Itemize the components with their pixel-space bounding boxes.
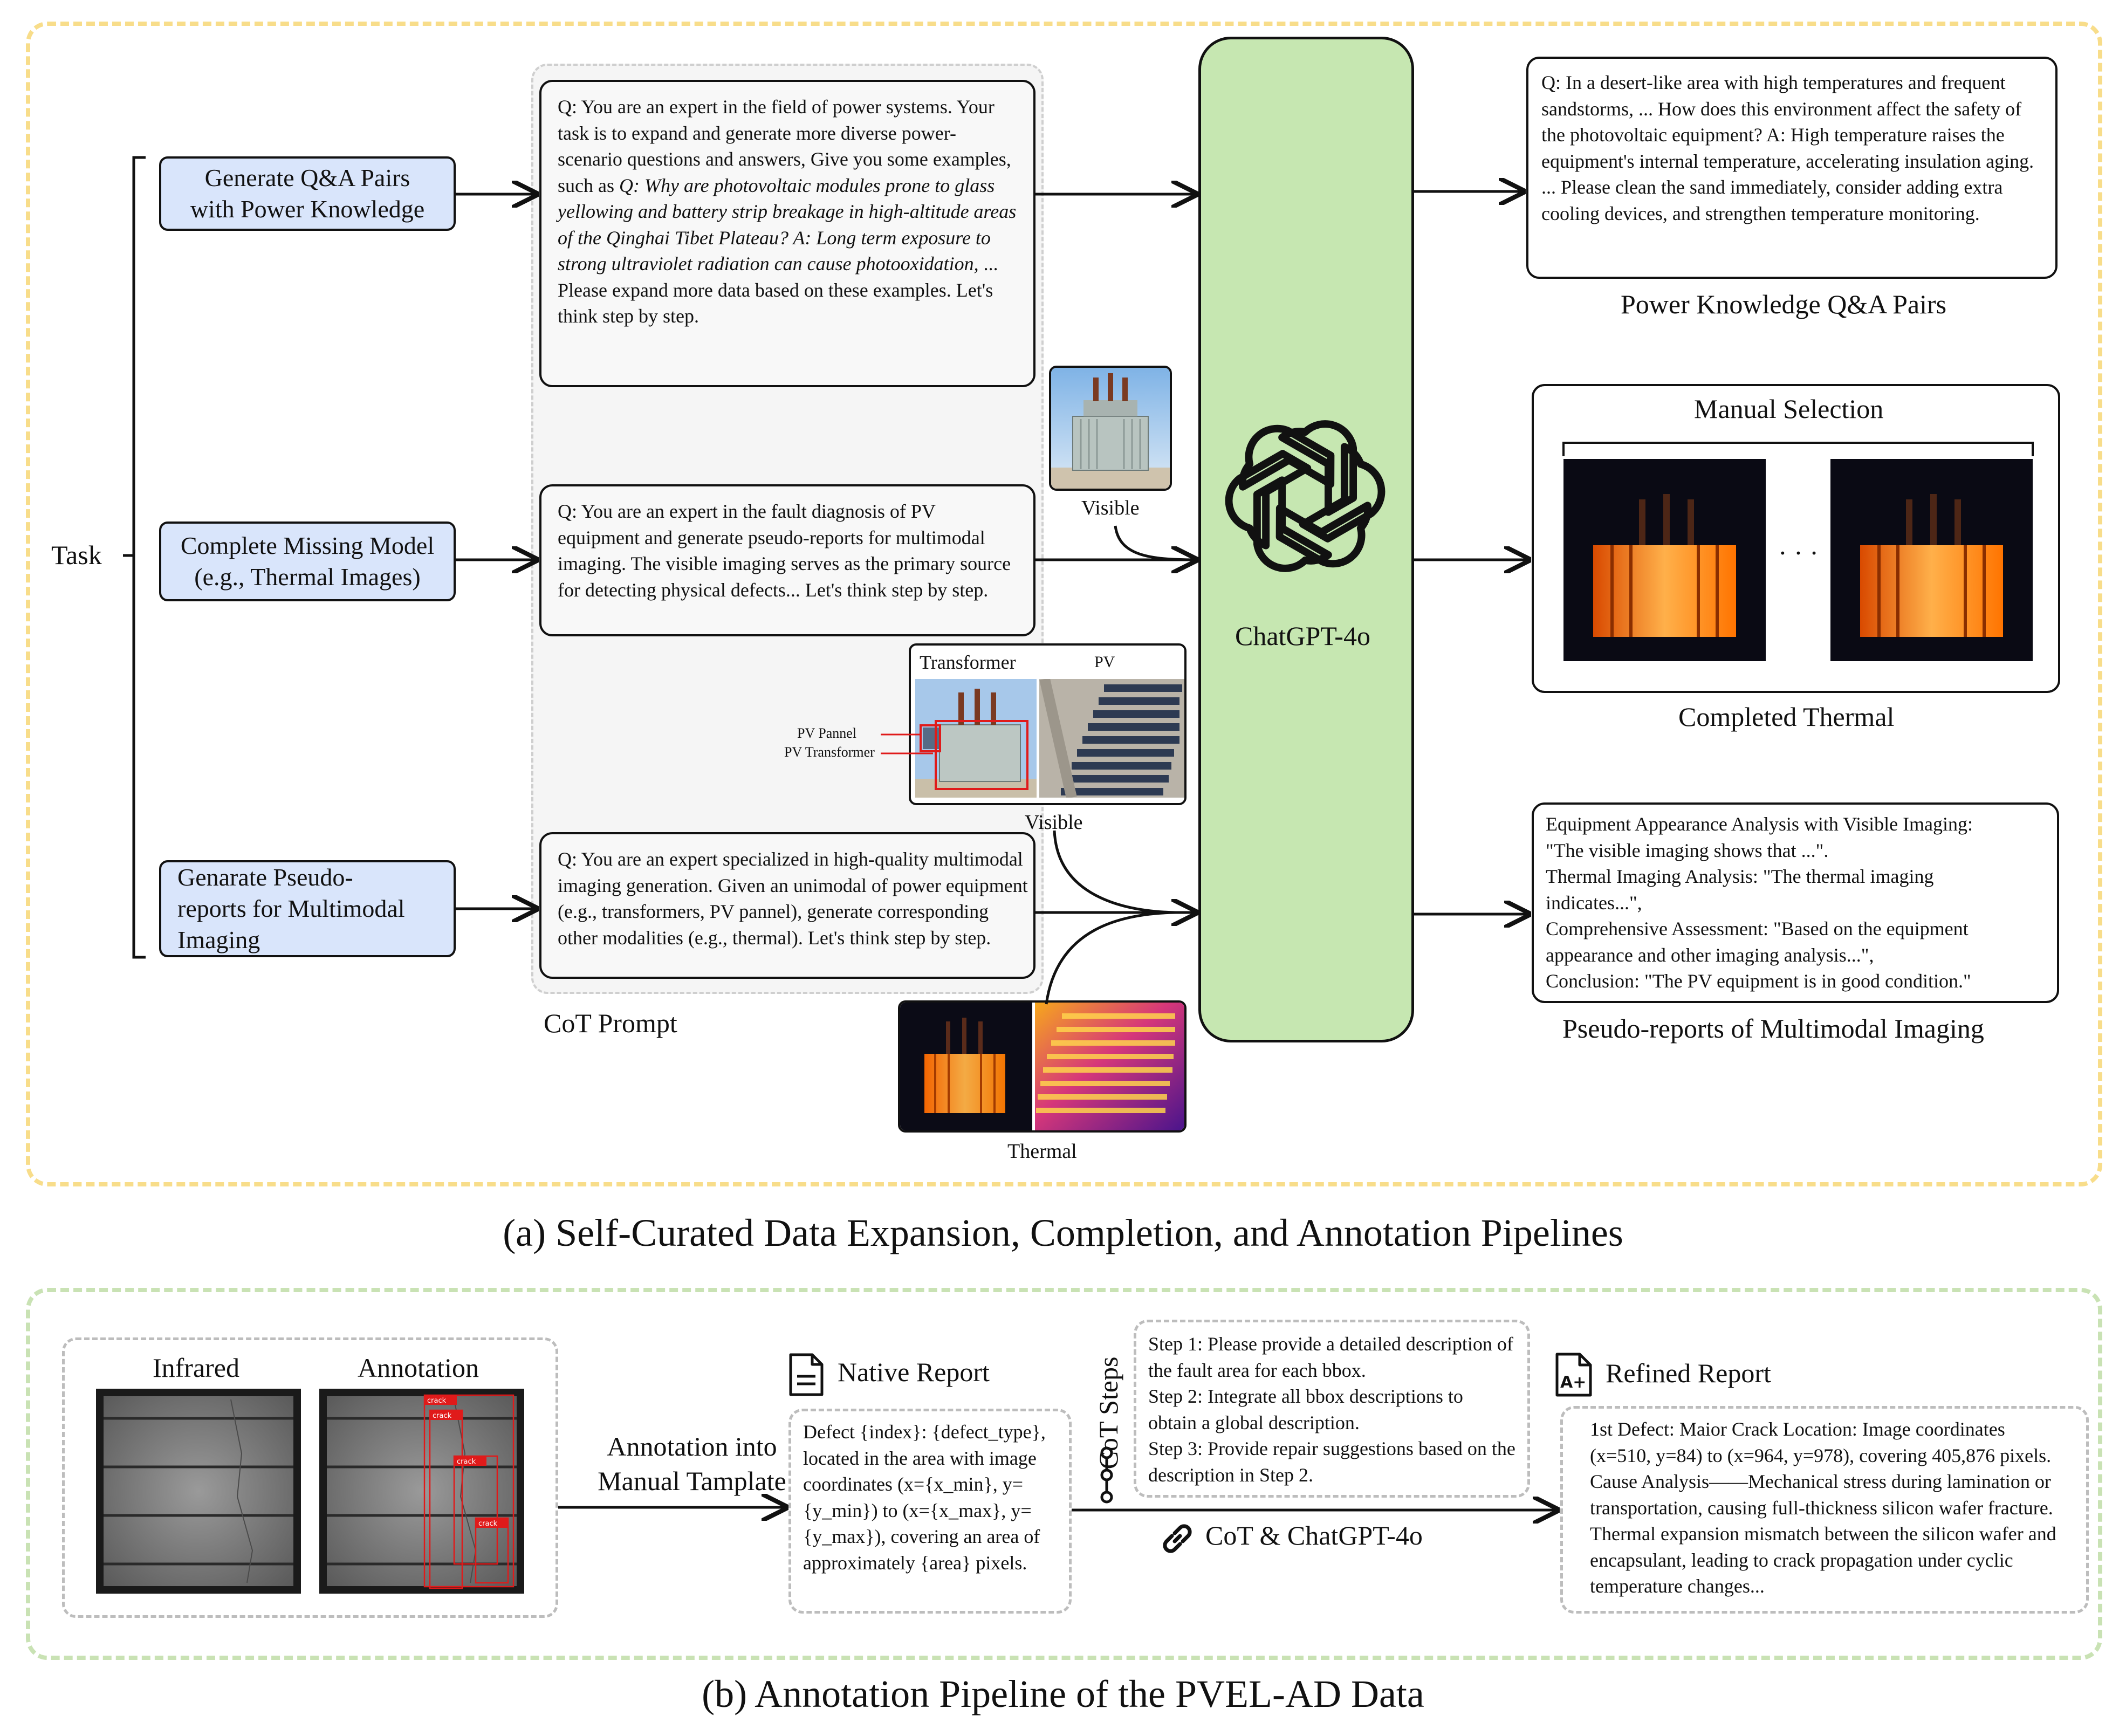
- prompt1-italic: Q: Why are photovoltaic modules prone to…: [558, 174, 1017, 275]
- completed-thermal-label: Completed Thermal: [1678, 702, 1895, 732]
- panel-b-frame: [26, 1288, 2102, 1660]
- cot-steps-box: Step 1: Please provide a detailed descri…: [1134, 1320, 1530, 1498]
- thermal-sample-2: [1830, 459, 2033, 661]
- thermal-images: [900, 1003, 1184, 1130]
- report-line-7: Conclusion: "The PV equipment is in good…: [1546, 970, 1971, 992]
- report-line-6: appearance and other imaging analysis...…: [1546, 944, 1874, 966]
- step-1: Step 1: Please provide a detailed descri…: [1148, 1333, 1513, 1381]
- report-line-2: "The visible imaging shows that ...".: [1546, 839, 1829, 861]
- qa-output-label: Power Knowledge Q&A Pairs: [1621, 289, 1947, 319]
- thermal-label: Thermal: [1007, 1140, 1077, 1163]
- annotation-label: Annotation: [358, 1353, 479, 1383]
- transformer-illustration: [1051, 368, 1170, 489]
- prompt-box-pseudo: Q: You are an expert specialized in high…: [539, 832, 1035, 979]
- pseudo-report-label: Pseudo-reports of Multimodal Imaging: [1562, 1013, 1984, 1044]
- pv-transformer-tag: PV Transformer: [784, 744, 875, 760]
- panel-b-caption: (b) Annotation Pipeline of the PVEL-AD D…: [702, 1672, 1424, 1716]
- cot-prompt-label: CoT Prompt: [544, 1008, 677, 1038]
- qa-output-text: Q: In a desert-like area with high tempe…: [1541, 72, 2034, 224]
- crack-tag-2: crack: [433, 1412, 452, 1420]
- visible-transformer-photo: [1049, 366, 1172, 491]
- thermal-pair: [898, 1000, 1187, 1133]
- task-qa-line2: with Power Knowledge: [190, 195, 425, 223]
- prompt3-text: Q: You are an expert specialized in high…: [558, 848, 1028, 949]
- prompt2-text: Q: You are an expert in the fault diagno…: [558, 500, 1011, 601]
- steps-chain-icon: [1100, 1446, 1113, 1504]
- manual-selection-label: Manual Selection: [1694, 394, 1884, 424]
- pseudo-report-box: Equipment Appearance Analysis with Visib…: [1532, 802, 2059, 1003]
- pv-visible-image: [1039, 679, 1184, 798]
- task-box-qa: Generate Q&A Pairs with Power Knowledge: [159, 156, 456, 231]
- task-pseudo-line1: Genarate Pseudo-: [177, 863, 353, 891]
- transformer-pv-visible-pair: Transformer PV: [909, 643, 1187, 805]
- prompt-box-complete: Q: You are an expert in the fault diagno…: [539, 484, 1035, 636]
- pv-label: PV: [1094, 653, 1115, 671]
- refined-report-icon: A+: [1555, 1353, 1592, 1397]
- transformer-label: Transformer: [920, 651, 1016, 673]
- transformer-visible-image: [915, 679, 1037, 798]
- prompt1-text-b: ... Please expand more data based on the…: [558, 253, 998, 327]
- prompt-box-qa: Q: You are an expert in the field of pow…: [539, 80, 1035, 387]
- infrared-image: [96, 1389, 301, 1594]
- crack-tag-3: crack: [457, 1458, 476, 1466]
- cot-gpt-label: CoT & ChatGPT-4o: [1205, 1520, 1423, 1550]
- step-3: Step 3: Provide repair suggestions based…: [1148, 1438, 1515, 1486]
- report-line-1: Equipment Appearance Analysis with Visib…: [1546, 813, 1973, 835]
- panel-a-caption: (a) Self-Curated Data Expansion, Complet…: [503, 1211, 1623, 1254]
- crack-tag-1: crack: [427, 1397, 447, 1405]
- infrared-label: Infrared: [153, 1353, 239, 1383]
- task-complete-line2: (e.g., Thermal Images): [194, 563, 421, 591]
- chatgpt-logo-icon: [1216, 407, 1394, 585]
- task-qa-line1: Generate Q&A Pairs: [204, 164, 410, 191]
- annotation-arrow-line1: Annotation into: [607, 1431, 777, 1461]
- report-line-4: indicates...",: [1546, 891, 1642, 914]
- pv-pannel-tag: PV Pannel: [797, 725, 857, 741]
- chatgpt-label: ChatGPT-4o: [1235, 621, 1370, 651]
- completed-thermal-box: Manual Selection · · ·: [1532, 384, 2060, 693]
- report-line-5: Comprehensive Assessment: "Based on the …: [1546, 918, 1969, 939]
- prompt1-text-a: Q: You are an expert in the field of pow…: [558, 96, 1011, 196]
- panel-a-frame: [26, 22, 2102, 1186]
- task-pseudo-line3: Imaging: [177, 926, 260, 953]
- curve-visible-gpt: [1114, 525, 1196, 560]
- crack-tag-4: crack: [478, 1520, 498, 1528]
- annotation-arrow-label: Annotation into Manual Tamplate: [579, 1429, 805, 1498]
- native-report-text: Defect {index}: {defect_type}, located i…: [803, 1421, 1046, 1574]
- annotation-arrow-line2: Manual Tamplate: [598, 1466, 786, 1496]
- refined-report-text: 1st Defect: Maior Crack Location: Image …: [1590, 1418, 2056, 1597]
- task-complete-line1: Complete Missing Model: [180, 532, 435, 559]
- visible-label-2: Visible: [1025, 811, 1083, 834]
- step-2: Step 2: Integrate all bbox descriptions …: [1148, 1385, 1463, 1433]
- task-box-complete: Complete Missing Model (e.g., Thermal Ima…: [159, 522, 456, 601]
- document-icon: [789, 1353, 824, 1396]
- refined-report-title: Refined Report: [1606, 1358, 1771, 1388]
- report-line-3: Thermal Imaging Analysis: "The thermal i…: [1546, 866, 1934, 887]
- native-report-box: Defect {index}: {defect_type}, located i…: [788, 1409, 1072, 1614]
- visible-label-1: Visible: [1081, 497, 1140, 519]
- task-pseudo-line2: reports for Multimodal: [177, 895, 405, 922]
- curve-visible2-gpt: [1053, 830, 1176, 914]
- qa-output-box: Q: In a desert-like area with high tempe…: [1526, 57, 2058, 279]
- manual-selection-bracket: [1562, 442, 2034, 456]
- link-icon: [1163, 1524, 1192, 1553]
- task-bracket: [132, 156, 146, 959]
- curve-thermal-gpt: [1045, 911, 1176, 1005]
- svg-text:A+: A+: [1560, 1373, 1586, 1392]
- annotation-image: crack crack crack crack: [319, 1389, 524, 1594]
- task-label: Task: [51, 540, 102, 570]
- ellipsis: · · ·: [1778, 538, 1819, 568]
- refined-report-box: 1st Defect: Maior Crack Location: Image …: [1560, 1406, 2089, 1614]
- native-report-title: Native Report: [838, 1357, 990, 1387]
- thermal-sample-1: [1563, 459, 1766, 661]
